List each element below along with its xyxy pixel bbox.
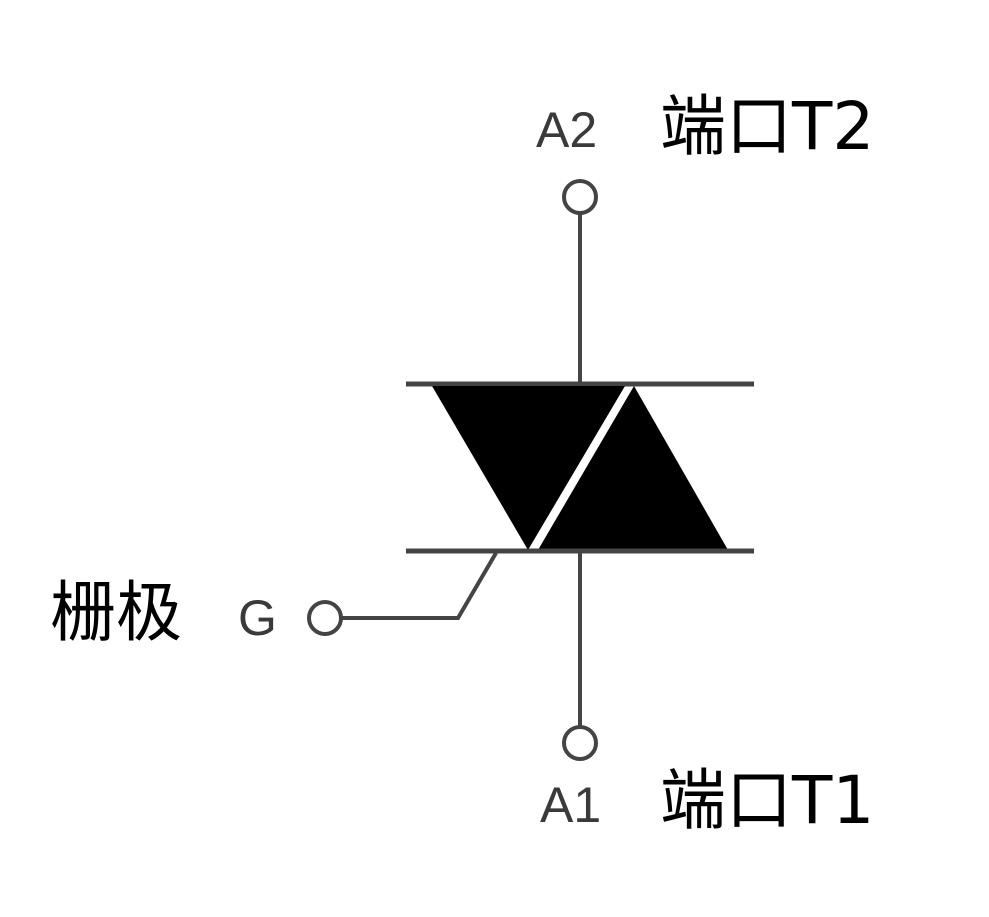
gate-pin-label: G: [238, 590, 277, 646]
gate-desc-label: 栅极: [50, 574, 182, 651]
a2-desc-label: 端口T2: [660, 88, 875, 165]
right-triangle: [538, 386, 728, 550]
a1-desc-label: 端口T1: [660, 762, 875, 839]
gate-wire: [341, 551, 498, 620]
a1-pin-label: A1: [540, 777, 602, 833]
gate-terminal-circle: [307, 600, 343, 636]
a2-pin-label: A2: [536, 102, 598, 158]
a2-terminal-circle: [562, 179, 598, 215]
left-triangle: [432, 386, 625, 550]
a1-terminal-circle: [562, 725, 598, 761]
